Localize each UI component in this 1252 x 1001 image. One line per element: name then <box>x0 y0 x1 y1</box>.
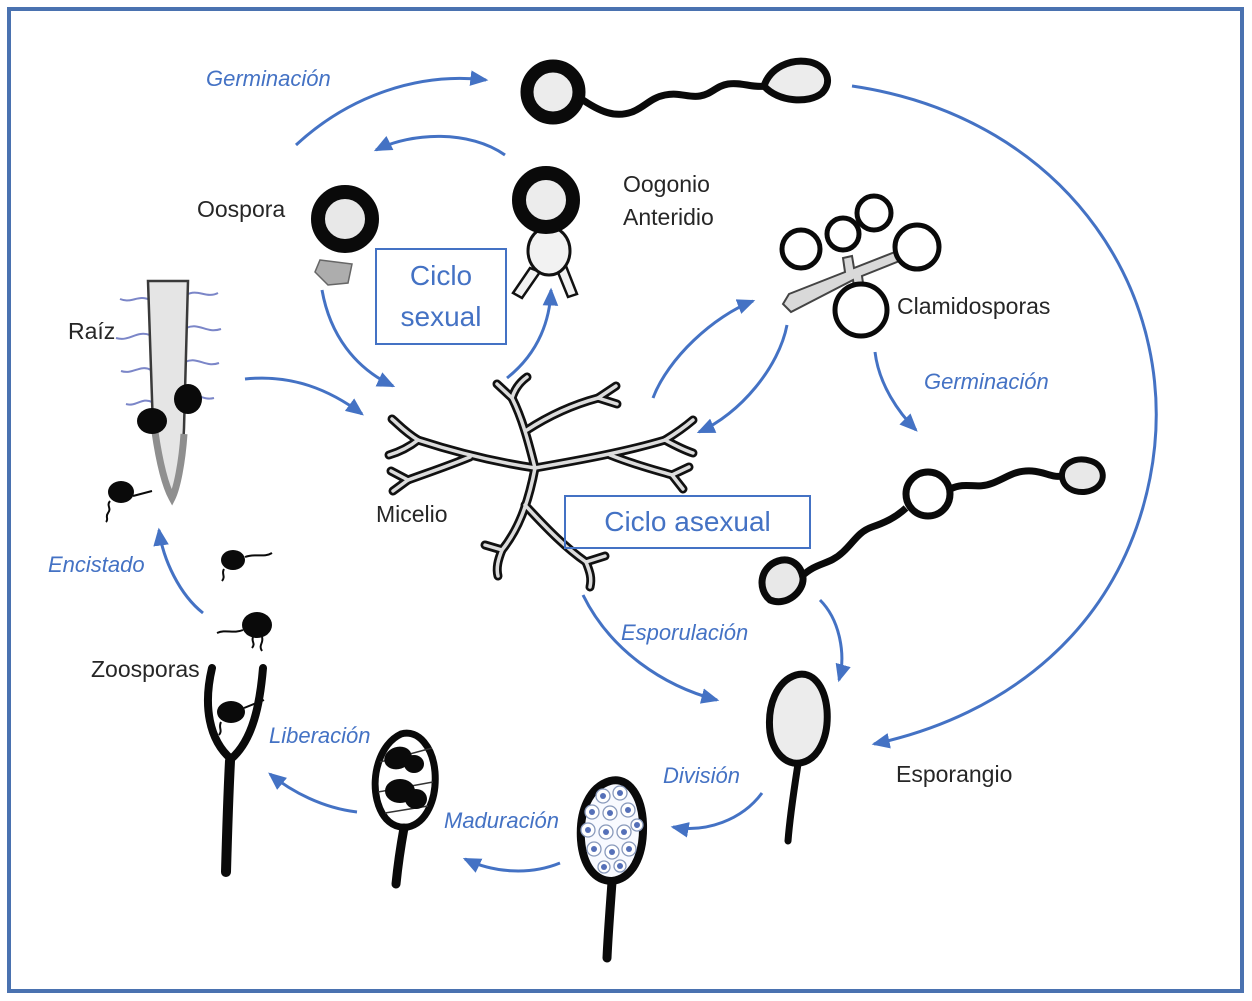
label-esporangio: Esporangio <box>896 761 1013 787</box>
arrow-big-cycle <box>851 84 1158 749</box>
arrow-oogonio-to-oospora <box>373 134 506 157</box>
label-micelio: Micelio <box>376 501 448 527</box>
flow-arrows <box>153 70 1158 873</box>
ciclo-sexual-box: Ciclo sexual <box>375 248 507 345</box>
arrow-micelio-to-oogonio <box>506 287 559 380</box>
germinated-oospore-figure <box>520 57 832 125</box>
label-oogonio: Oogonio <box>623 171 710 197</box>
arrow-micelio-to-clamidosporas <box>651 299 756 399</box>
label-germinacion-right: Germinación <box>924 369 1049 394</box>
label-raiz: Raíz <box>68 318 116 344</box>
label-oospora: Oospora <box>197 196 286 222</box>
label-zoosporas: Zoosporas <box>91 656 200 682</box>
arrow-clamidosporas-to-micelio <box>696 324 789 434</box>
mycelium-figure <box>384 372 698 592</box>
ciclo-asexual-box: Ciclo asexual <box>564 495 811 549</box>
arrow-maduracion <box>462 857 561 873</box>
germinating-chlamydospore-figure <box>758 456 1106 606</box>
mature-sporangium-figure <box>371 729 439 889</box>
arrow-division <box>670 792 764 838</box>
root-figure <box>105 279 222 523</box>
arrow-oospora-to-micelio <box>320 289 396 388</box>
label-liberacion: Liberación <box>269 723 371 748</box>
cell-nuclei <box>585 790 640 870</box>
label-encistado: Encistado <box>48 552 145 577</box>
dividing-sporangium-figure <box>576 776 648 963</box>
sporangium-figure <box>765 670 831 845</box>
arrow-esporulacion <box>581 594 720 704</box>
ciclo-asexual-label: Ciclo asexual <box>604 505 771 537</box>
label-maduracion: Maduración <box>444 808 559 833</box>
arrow-encistado <box>153 527 204 615</box>
label-division: División <box>663 763 741 788</box>
label-esporulacion: Esporulación <box>621 620 749 645</box>
ciclo-sexual-label: Ciclo sexual <box>400 259 482 332</box>
arrow-germination-right <box>873 351 918 432</box>
label-clamidosporas: Clamidosporas <box>897 293 1051 319</box>
label-oogonio-anteridio: Oogonio Anteridio <box>623 168 714 234</box>
oospore-figure <box>311 185 379 286</box>
arrow-to-esporangio <box>818 598 851 683</box>
arrow-raiz-to-micelio <box>244 376 364 416</box>
chlamydospores-figure <box>779 193 942 339</box>
arrow-liberacion <box>268 772 358 814</box>
open-sporangium-figure <box>204 664 267 877</box>
label-germinacion-top: Germinación <box>206 66 331 91</box>
arrow-germination-top <box>294 70 489 147</box>
label-anteridio: Anteridio <box>623 204 714 230</box>
zoospores-figure <box>216 550 273 652</box>
oogonium-antheridium-figure <box>511 166 580 300</box>
free-zoospore-near-root <box>105 481 153 523</box>
